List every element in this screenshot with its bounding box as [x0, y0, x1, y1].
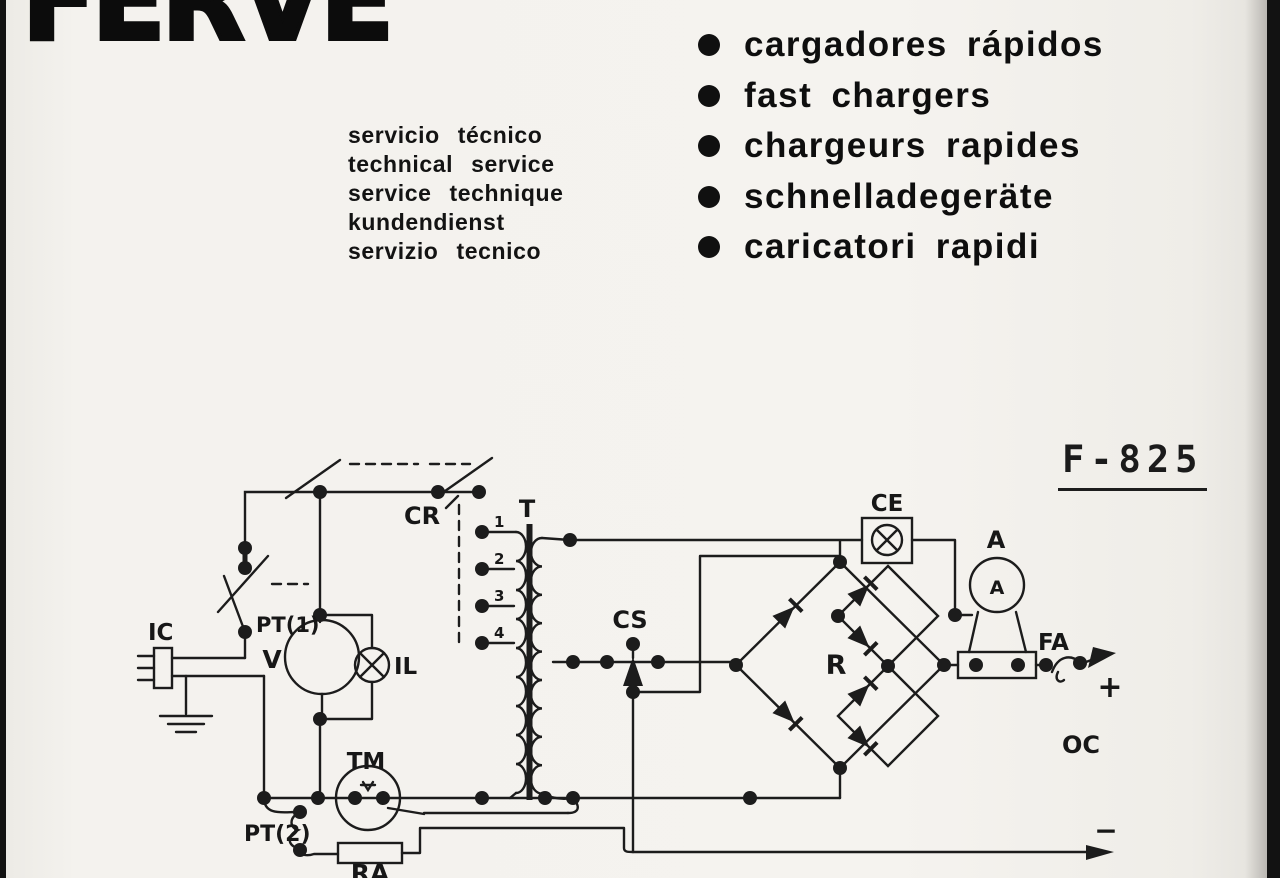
tap-number-4: 4	[494, 624, 504, 642]
service-line: servizio tecnico	[348, 238, 542, 264]
label-pt2: PT(2)	[244, 822, 311, 847]
label-ra: RA	[351, 859, 390, 878]
right-edge-shade	[1245, 0, 1267, 878]
product-label: caricatori rapidi	[744, 227, 1041, 267]
pilot-lamp-symbol	[318, 613, 391, 721]
product-type-list: cargadores rápidos fast chargers chargeu…	[698, 20, 1104, 273]
secondary-top-wire	[568, 538, 864, 564]
shunt-symbol	[942, 650, 1046, 680]
label-r: R	[826, 650, 847, 681]
tap-number-1: 1	[494, 513, 504, 531]
product-label: schnelladegeräte	[744, 176, 1054, 216]
list-item: caricatori rapidi	[698, 222, 1104, 273]
label-plus: +	[1097, 670, 1122, 705]
label-a: A	[987, 526, 1006, 554]
label-oc: OC	[1062, 731, 1100, 759]
label-ce: CE	[871, 491, 904, 517]
bullet-dot-icon	[698, 34, 720, 57]
bullet-dot-icon	[698, 135, 720, 158]
service-text-block: servicio técnico technical service servi…	[348, 121, 678, 266]
junction-dots	[238, 485, 1087, 857]
model-number: F-825	[1058, 438, 1208, 491]
ammeter-symbol	[953, 556, 1028, 654]
label-il: IL	[394, 654, 418, 680]
tap-number-2: 2	[494, 550, 504, 568]
label-ic: IC	[148, 620, 173, 646]
list-item: cargadores rápidos	[698, 20, 1104, 71]
service-line: service technique	[348, 180, 564, 206]
negative-output-wire	[631, 845, 1114, 860]
product-label: fast chargers	[744, 75, 992, 115]
tap-number-3: 3	[494, 587, 504, 605]
label-cs: CS	[612, 606, 647, 634]
list-item: chargeurs rapides	[698, 121, 1104, 172]
service-line: servicio técnico	[348, 122, 543, 148]
ce-lamp-symbol	[860, 516, 957, 615]
label-pt1: PT(1)	[256, 613, 320, 637]
label-cr: CR	[404, 502, 440, 530]
left-edge-bar	[0, 0, 6, 878]
label-fa: FA	[1038, 630, 1069, 656]
service-line: technical service	[348, 151, 555, 177]
bullet-dot-icon	[698, 236, 720, 259]
list-item: schnelladegeräte	[698, 172, 1104, 223]
label-v: V	[262, 645, 282, 674]
label-tm: TM	[347, 749, 386, 775]
ferve-logo: FERVE	[20, 0, 396, 66]
label-t: T	[519, 495, 536, 523]
bullet-dot-icon	[698, 185, 720, 208]
label-minus: −	[1094, 814, 1117, 847]
product-label: chargeurs rapides	[744, 126, 1081, 166]
right-edge-bar	[1267, 0, 1280, 878]
mains-plug-symbol	[136, 646, 266, 734]
ammeter-dial-letter: A	[990, 577, 1005, 599]
transformer-symbol	[508, 524, 575, 801]
cr-selector-symbol	[436, 456, 494, 650]
ra-resistor-symbol	[336, 826, 635, 865]
list-item: fast chargers	[698, 71, 1104, 122]
bullet-dot-icon	[698, 84, 720, 107]
transformer-tap-wires	[480, 530, 518, 645]
product-label: cargadores rápidos	[744, 25, 1104, 65]
service-line: kundendienst	[348, 209, 505, 235]
